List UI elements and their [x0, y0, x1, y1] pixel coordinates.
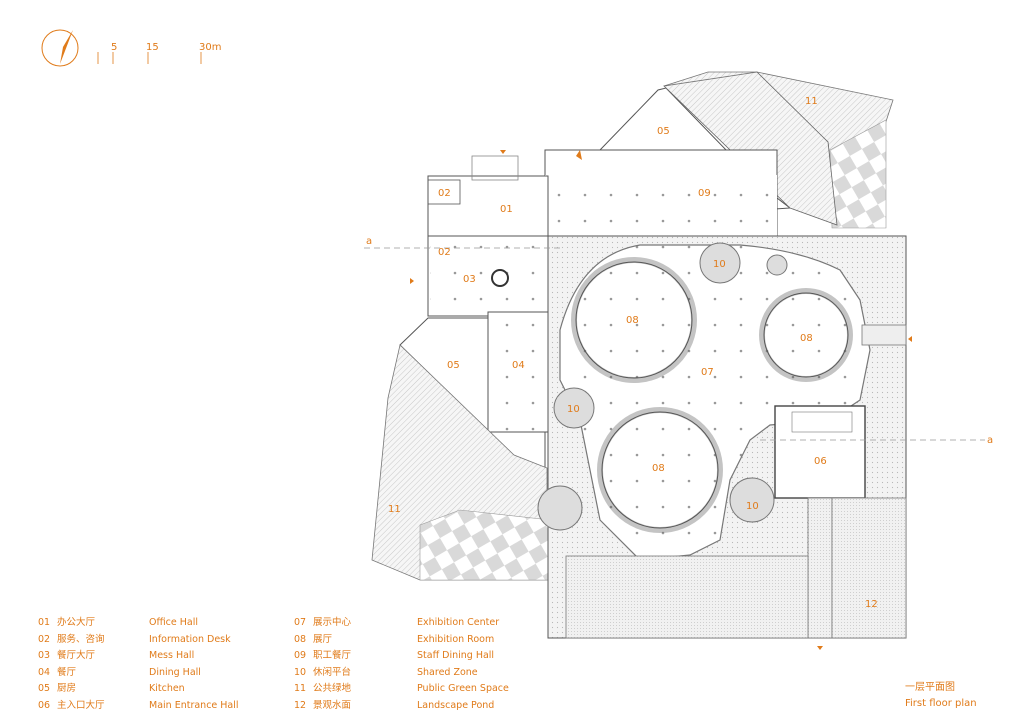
section-mark-left: a: [366, 236, 372, 247]
shared-zone-a: [699, 242, 741, 284]
label-kitchen-top: 05: [657, 126, 670, 137]
label-info-desk-lower: 02: [438, 247, 451, 258]
legend-col1-en: Office Hall Information Desk Mess Hall D…: [149, 617, 239, 711]
label-room-c: 08: [652, 463, 665, 474]
landscape-pond-south: [565, 555, 809, 639]
exhibition-room-c: [597, 407, 723, 533]
label-staff-dining: 09: [698, 188, 711, 199]
label-shared-b: 10: [567, 404, 580, 415]
landscape-pond-east: [831, 497, 907, 639]
label-exhibition-center: 07: [701, 367, 714, 378]
entrance-arrow-kitchen-icon: [576, 150, 582, 160]
label-shared-c: 10: [746, 501, 759, 512]
label-green-top: 11: [805, 96, 818, 107]
entrance-arrow-south-icon: [817, 646, 823, 650]
side-platform: [537, 485, 583, 531]
east-entrance-path: [861, 324, 907, 346]
label-shared-a: 10: [713, 259, 726, 270]
office-hall-block: [427, 175, 549, 237]
label-dining-hall: 04: [512, 360, 525, 371]
entrance-arrow-west-icon: [410, 278, 414, 284]
label-green-left: 11: [388, 504, 401, 515]
entrance-arrow-north-icon: [500, 150, 506, 154]
north-arrow-icon: [41, 29, 79, 67]
label-mess-hall: 03: [463, 274, 476, 285]
main-entrance-hall: [774, 405, 866, 499]
shared-zone-c: [729, 477, 775, 523]
legend-col1-cn: 办公大厅 服务、咨询 餐厅大厅 餐厅 厨房 主入口大厅: [57, 617, 105, 711]
drawing-title-en: First floor plan: [905, 698, 977, 709]
label-office-hall: 01: [500, 204, 513, 215]
drawing-title-cn: 一层平面图: [905, 682, 955, 693]
label-room-b: 08: [800, 333, 813, 344]
exhibition-room-b: [759, 288, 853, 382]
green-space-left-paving: [419, 509, 551, 581]
scale-bar: [97, 52, 202, 64]
section-mark-right: a: [987, 435, 993, 446]
entrance-arrow-east-icon: [908, 336, 912, 342]
scale-tick-30m: 30m: [199, 42, 221, 53]
scale-tick-5: 5: [111, 42, 117, 53]
exhibition-room-a: [571, 257, 697, 383]
spiral-stair-icon: [491, 269, 509, 287]
label-info-desk-top: 02: [438, 188, 451, 199]
legend-col2-en: Exhibition Center Exhibition Room Staff …: [417, 617, 509, 711]
legend-col2-cn: 展示中心 展厅 职工餐厅 休闲平台 公共绿地 景观水面: [313, 617, 352, 711]
label-pond: 12: [865, 599, 878, 610]
label-main-entrance: 06: [814, 456, 827, 467]
dining-hall-block: [487, 311, 549, 433]
label-kitchen: 05: [447, 360, 460, 371]
shared-zone-b: [553, 387, 595, 429]
drawing-title: 一层平面图 First floor plan: [905, 680, 977, 712]
entrance-path: [807, 497, 833, 639]
legend-col1-num: 01 02 03 04 05 06: [38, 617, 51, 711]
label-room-a: 08: [626, 315, 639, 326]
scale-tick-15: 15: [146, 42, 159, 53]
legend-col2-num: 07 08 09 10 11 12: [294, 617, 307, 711]
